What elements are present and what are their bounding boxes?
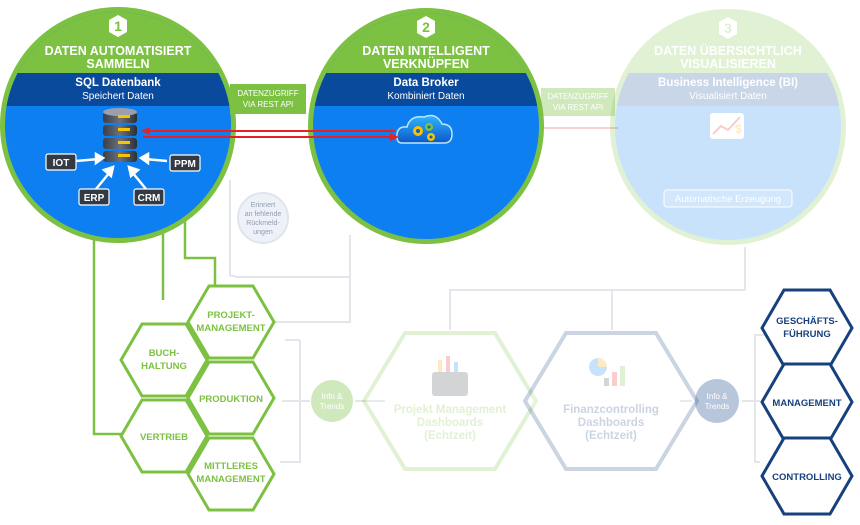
- svg-text:Dashboards: Dashboards: [417, 417, 483, 429]
- api-connector-1: DATENZUGRIFF VIA REST API: [230, 84, 306, 114]
- svg-text:HALTUNG: HALTUNG: [141, 361, 187, 372]
- department-hexagons: PROJEKT- MANAGEMENT BUCH- HALTUNG PRODUK…: [119, 284, 276, 512]
- leadership-hexagons: GESCHÄFTS- FÜHRUNG MANAGEMENT CONTROLLIN…: [760, 288, 854, 516]
- source-crm: CRM: [133, 188, 165, 206]
- svg-text:MANAGEMENT: MANAGEMENT: [196, 323, 265, 334]
- svg-text:$: $: [735, 122, 742, 136]
- svg-text:CONTROLLING: CONTROLLING: [772, 472, 842, 483]
- stage-3-circle: 3 DATEN ÜBERSICHTLICH VISUALISIEREN Busi…: [610, 9, 846, 245]
- svg-text:ungen: ungen: [253, 229, 273, 236]
- svg-text:FÜHRUNG: FÜHRUNG: [783, 329, 831, 340]
- stage-1-title-line2: SAMMELN: [86, 57, 149, 71]
- svg-text:an fehlende: an fehlende: [245, 211, 282, 218]
- database-icon: [103, 108, 137, 162]
- svg-text:(Echtzeit): (Echtzeit): [585, 430, 637, 442]
- stage-2-title-line1: DATEN INTELLIGENT: [362, 44, 490, 58]
- svg-text:Dashboards: Dashboards: [578, 417, 644, 429]
- svg-text:ERP: ERP: [84, 193, 105, 204]
- flow-lines: [92, 127, 785, 463]
- svg-text:VERTRIEB: VERTRIEB: [140, 432, 188, 443]
- svg-text:DATENZUGRIFF: DATENZUGRIFF: [237, 89, 298, 98]
- stage-3-band-title: Business Intelligence (BI): [658, 77, 798, 89]
- svg-text:MANAGEMENT: MANAGEMENT: [772, 398, 841, 409]
- source-iot: IOT: [45, 153, 77, 171]
- dashboard-project-management: Projekt Management Dashboards (Echtzeit): [361, 331, 539, 471]
- stage-2-band-subtitle: Kombiniert Daten: [387, 91, 464, 102]
- hex-geschaeftsfuehrung: GESCHÄFTS- FÜHRUNG: [760, 288, 854, 368]
- svg-text:Erinnert: Erinnert: [251, 202, 276, 209]
- stage-2-number: 2: [422, 19, 430, 35]
- svg-text:PROJEKT-: PROJEKT-: [207, 310, 255, 321]
- source-ppm: PPM: [169, 154, 201, 172]
- stage-1-circle: 1 DATEN AUTOMATISIERT SAMMELN SQL Datenb…: [0, 7, 236, 243]
- svg-text:CRM: CRM: [138, 193, 161, 204]
- dashboard-finanzcontrolling: Finanzcontrolling Dashboards (Echtzeit): [522, 331, 700, 471]
- svg-text:PPM: PPM: [174, 159, 196, 170]
- svg-text:Rückmeld-: Rückmeld-: [246, 220, 280, 227]
- data-exchange-arrows: [141, 127, 399, 141]
- hex-controlling: CONTROLLING: [760, 436, 854, 516]
- finance-chart-icon: $: [710, 113, 744, 139]
- cloud-gears-icon: [396, 114, 453, 144]
- svg-text:MITTLERES: MITTLERES: [204, 461, 258, 472]
- hex-projektmanagement: PROJEKT- MANAGEMENT: [186, 284, 276, 360]
- svg-text:PRODUKTION: PRODUKTION: [199, 394, 263, 405]
- api-connector-2: DATENZUGRIFF VIA REST API: [541, 88, 615, 116]
- info-bubble-right: Info & Trends: [695, 379, 739, 423]
- svg-text:(Echtzeit): (Echtzeit): [424, 430, 476, 442]
- hex-buchhaltung: BUCH- HALTUNG: [119, 322, 209, 398]
- stage-2-circle: 2 DATEN INTELLIGENT VERKNÜPFEN Data Brok…: [308, 8, 544, 244]
- hex-management: MANAGEMENT: [760, 362, 854, 442]
- svg-text:VIA REST API: VIA REST API: [553, 103, 604, 112]
- stage-2-title-line2: VERKNÜPFEN: [383, 56, 469, 71]
- stage-3-title-line2: VISUALISIEREN: [680, 57, 776, 71]
- svg-text:Info &: Info &: [707, 392, 729, 401]
- hex-mittleres-management: MITTLERES MANAGEMENT: [186, 436, 276, 512]
- stage-3-number-badge: 3: [719, 17, 737, 39]
- svg-text:Trends: Trends: [705, 402, 730, 411]
- svg-text:Trends: Trends: [320, 402, 345, 411]
- svg-text:IOT: IOT: [53, 158, 70, 169]
- project-dashboard-icon: [432, 356, 468, 396]
- stage-3-band-subtitle: Visualisiert Daten: [689, 91, 767, 102]
- svg-text:DATENZUGRIFF: DATENZUGRIFF: [547, 92, 608, 101]
- stage-2-band-title: Data Broker: [393, 77, 459, 89]
- hex-vertrieb: VERTRIEB: [119, 398, 209, 474]
- stage-1-number-badge: 1: [109, 15, 127, 37]
- stage-3-extra-label: Automatische Erzeugung: [675, 194, 781, 205]
- svg-text:Finanzcontrolling: Finanzcontrolling: [563, 404, 659, 416]
- svg-text:MANAGEMENT: MANAGEMENT: [196, 474, 265, 485]
- stage-1-band-subtitle: Speichert Daten: [82, 91, 154, 102]
- stage-3-title-line1: DATEN ÜBERSICHTLICH: [654, 43, 802, 58]
- source-erp: ERP: [78, 188, 110, 206]
- svg-text:Projekt Management: Projekt Management: [394, 404, 507, 416]
- hex-produktion: PRODUKTION: [186, 360, 276, 436]
- finance-dashboard-icon: [589, 358, 625, 386]
- svg-text:Info &: Info &: [322, 392, 344, 401]
- stage-1-band-title: SQL Datenbank: [75, 77, 161, 89]
- reminder-bubble: Erinnert an fehlende Rückmeld- ungen: [237, 192, 289, 244]
- stage-3-number: 3: [724, 20, 732, 36]
- svg-text:VIA REST API: VIA REST API: [243, 100, 294, 109]
- stage-1-title-line1: DATEN AUTOMATISIERT: [45, 44, 192, 58]
- svg-text:GESCHÄFTS-: GESCHÄFTS-: [776, 316, 838, 327]
- info-bubble-left: Info & Trends: [311, 380, 353, 422]
- stage-1-number: 1: [114, 18, 122, 34]
- stage-2-number-badge: 2: [417, 16, 435, 38]
- svg-text:BUCH-: BUCH-: [149, 348, 180, 359]
